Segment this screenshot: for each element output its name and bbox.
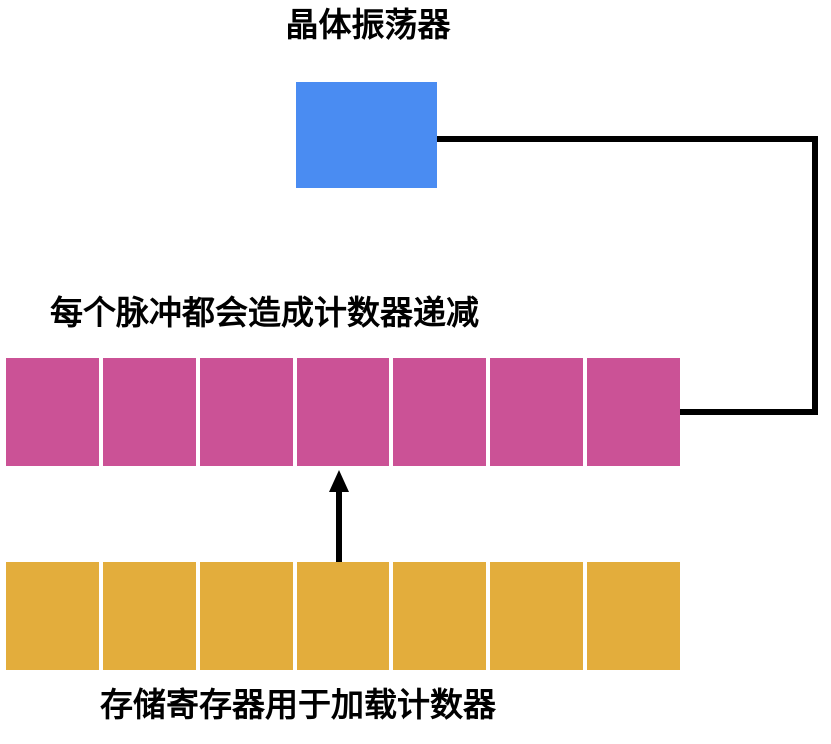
storage-register-cell <box>296 562 390 670</box>
load-arrow-icon <box>329 470 349 562</box>
storage-register-cell <box>490 562 584 670</box>
counter-cell <box>6 358 99 466</box>
counter-cell <box>490 358 584 466</box>
storage-register-cell-row <box>6 562 681 670</box>
oscillator-title-label: 晶体振荡器 <box>285 6 451 43</box>
counter-caption-label: 每个脉冲都会造成计数器递减 <box>50 294 479 331</box>
storage-register-cell <box>587 562 681 670</box>
storage-register-caption-label: 存储寄存器用于加载计数器 <box>100 686 496 723</box>
storage-register-cell <box>199 562 293 670</box>
storage-register-cell <box>102 562 196 670</box>
storage-register-cell <box>393 562 487 670</box>
oscillator-block <box>296 82 437 188</box>
counter-cell <box>199 358 293 466</box>
counter-cell-row <box>6 358 681 466</box>
counter-cell <box>296 358 390 466</box>
counter-cell <box>102 358 196 466</box>
storage-register-cell <box>6 562 99 670</box>
counter-cell <box>587 358 681 466</box>
counter-cell <box>393 358 487 466</box>
